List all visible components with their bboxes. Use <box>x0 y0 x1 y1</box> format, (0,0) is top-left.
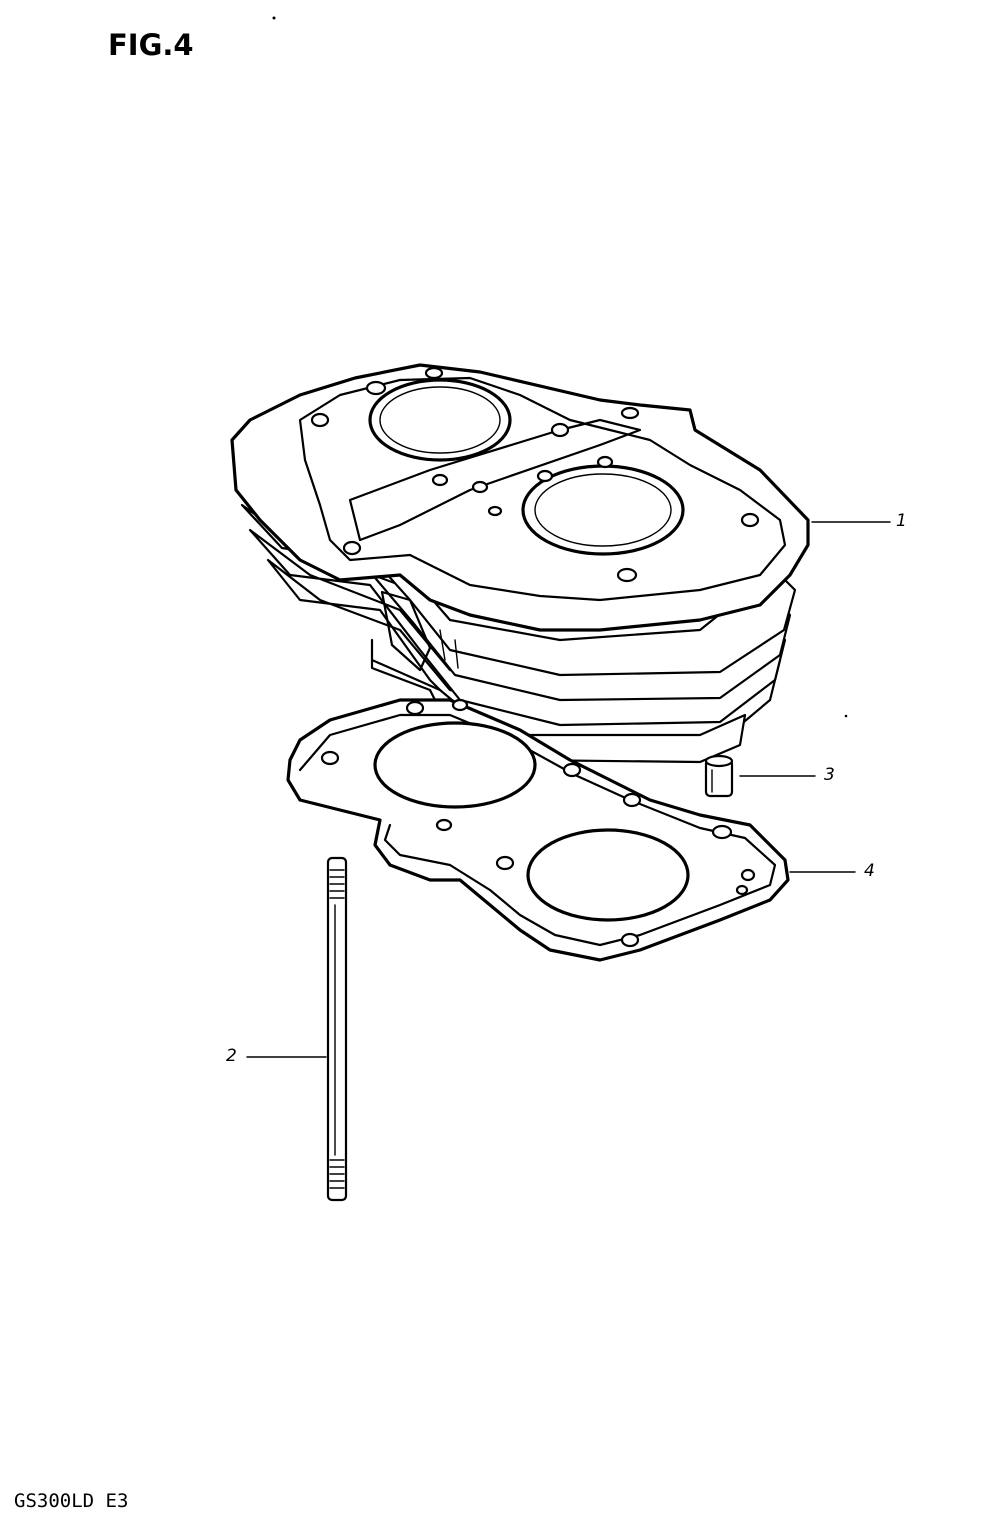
cylinder-web <box>380 590 432 672</box>
cylinder-bore-1-liner <box>379 386 501 454</box>
callout-1: 1 <box>896 511 907 531</box>
scan-speck <box>272 16 276 20</box>
gasket-bore-1 <box>373 721 537 809</box>
stud-lower-thread <box>329 1159 345 1189</box>
gasket-stud-holes <box>320 698 756 948</box>
callout-4: 4 <box>864 861 875 881</box>
callout-2: 2 <box>226 1046 237 1066</box>
stud-upper-thread <box>329 869 345 899</box>
cylinder-bore-2-liner <box>534 473 672 547</box>
dowel-pin[interactable] <box>704 754 734 798</box>
cylinder-bridge <box>348 418 642 542</box>
cylinder-base-gasket[interactable] <box>286 698 790 962</box>
figure-title: FIG.4 <box>108 28 194 62</box>
callout-3: 3 <box>824 765 835 785</box>
model-code: GS300LD E3 <box>14 1490 129 1512</box>
cylinder-bore-1 <box>368 378 512 462</box>
cylinder-stud-bolt[interactable] <box>326 856 348 1202</box>
cylinder-block[interactable] <box>230 363 810 764</box>
scan-speck <box>844 714 848 718</box>
cylinder-stud-holes <box>310 366 760 583</box>
leader-lines <box>246 521 891 1058</box>
gasket-bore-2 <box>526 828 690 922</box>
